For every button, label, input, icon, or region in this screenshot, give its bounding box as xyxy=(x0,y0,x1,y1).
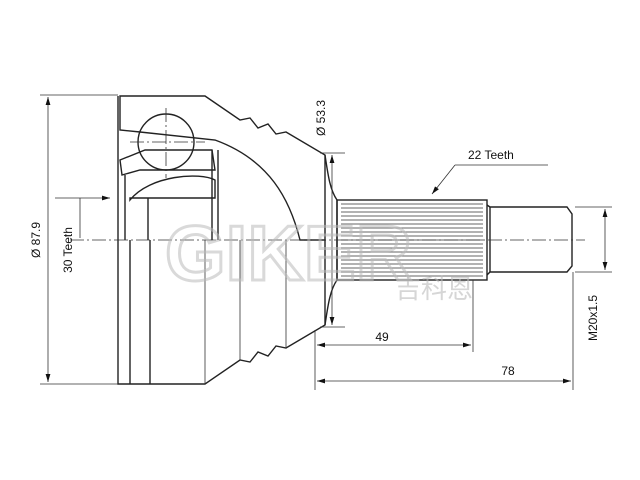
housing-outline xyxy=(117,96,326,385)
outer-diameter-label: Ø 87.9 xyxy=(29,222,43,258)
shaft xyxy=(324,154,573,326)
spline-length-label: 49 xyxy=(375,330,389,344)
outer-teeth-label: 22 Teeth xyxy=(468,148,514,162)
seal-diameter-label: Ø 53.3 xyxy=(314,100,328,136)
thread-label: M20x1.5 xyxy=(586,295,600,341)
inner-teeth-label: 30 Teeth xyxy=(61,227,75,273)
dimensions: Ø 87.9 30 Teeth Ø 53.3 22 Teeth 49 78 M2… xyxy=(29,94,612,390)
svg-text:GIKER: GIKER xyxy=(165,209,412,297)
watermark: GIKER 吉科恩 xyxy=(164,208,474,306)
svg-text:吉科恩: 吉科恩 xyxy=(395,275,473,305)
total-length-label: 78 xyxy=(501,364,515,378)
housing-section xyxy=(119,95,326,241)
